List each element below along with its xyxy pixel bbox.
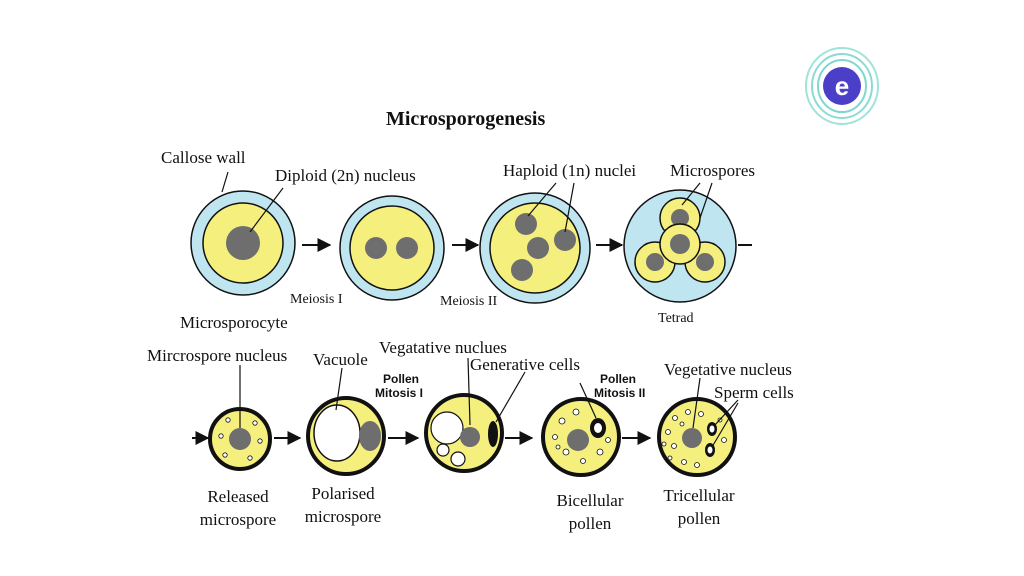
vacuole-pointer — [335, 367, 343, 411]
generative-cells-pointer — [495, 371, 526, 423]
label-diploid-nucleus: Diploid (2n) nucleus — [275, 166, 416, 185]
microspores-pointer-1 — [681, 182, 701, 206]
vegetative-nucleus-pointer — [692, 377, 701, 429]
released-microspore-cell — [208, 407, 272, 471]
embibe-logo-icon: e — [805, 47, 879, 125]
label-released-b: microspore — [200, 510, 276, 529]
label-meiosis-1: Meiosis I — [290, 292, 343, 307]
bicellular-pollen-cell — [541, 397, 621, 477]
label-polarised-b: microspore — [305, 507, 381, 526]
label-microsporocyte: Microsporocyte — [180, 313, 288, 332]
logo-letter: e — [835, 71, 849, 101]
label-tricellular-a: Tricellular — [663, 486, 734, 505]
microspores-pointer-2 — [699, 182, 713, 219]
label-pollen-mitosis-1-b: Mitosis I — [375, 386, 423, 400]
sperm-cells-pointer-2 — [711, 402, 739, 448]
label-bicellular-a: Bicellular — [556, 491, 623, 510]
label-microspore-nucleus: Mircrospore nucleus — [147, 346, 287, 365]
diploid-nucleus-pointer — [249, 187, 284, 233]
label-vegetative-nuclues: Vegatative nuclues — [379, 338, 507, 357]
label-polarised-a: Polarised — [311, 484, 375, 503]
label-pollen-mitosis-2-b: Mitosis II — [594, 386, 645, 400]
vegetative-nuclues-pointer — [467, 357, 471, 426]
bicellular-generative-pointer — [579, 382, 597, 419]
label-bicellular-b: pollen — [569, 514, 612, 533]
label-pollen-mitosis-1-a: Pollen — [383, 372, 419, 386]
meiosis-1-cell — [339, 195, 445, 301]
diagram-title: Microsporogenesis — [386, 108, 545, 130]
label-tetrad: Tetrad — [658, 311, 694, 326]
label-pollen-mitosis-2-a: Pollen — [600, 372, 636, 386]
label-vacuole: Vacuole — [313, 350, 368, 369]
haploid-pointer-1 — [527, 182, 557, 217]
label-generative-cells: Generative cells — [470, 355, 580, 374]
pollen-mitosis-1-cell — [424, 393, 504, 473]
label-vegetative-nucleus: Vegetative nucleus — [664, 360, 792, 379]
sperm-cells-pointer-1 — [713, 399, 739, 427]
meiosis-2-cell — [479, 192, 591, 304]
label-sperm-cells: Sperm cells — [714, 383, 794, 402]
label-meiosis-2: Meiosis II — [440, 294, 498, 309]
label-microspores: Microspores — [670, 161, 755, 180]
label-tricellular-b: pollen — [678, 509, 721, 528]
tricellular-pollen-cell — [657, 397, 737, 477]
tetrad-cell — [623, 189, 737, 303]
haploid-pointer-2 — [564, 182, 575, 233]
microsporocyte-cell — [190, 190, 296, 296]
label-callose-wall: Callose wall — [161, 148, 246, 167]
label-released-a: Released — [207, 487, 269, 506]
polarised-microspore-cell — [306, 396, 386, 476]
callose-wall-pointer — [221, 171, 229, 193]
label-haploid-nuclei: Haploid (1n) nuclei — [503, 161, 636, 180]
